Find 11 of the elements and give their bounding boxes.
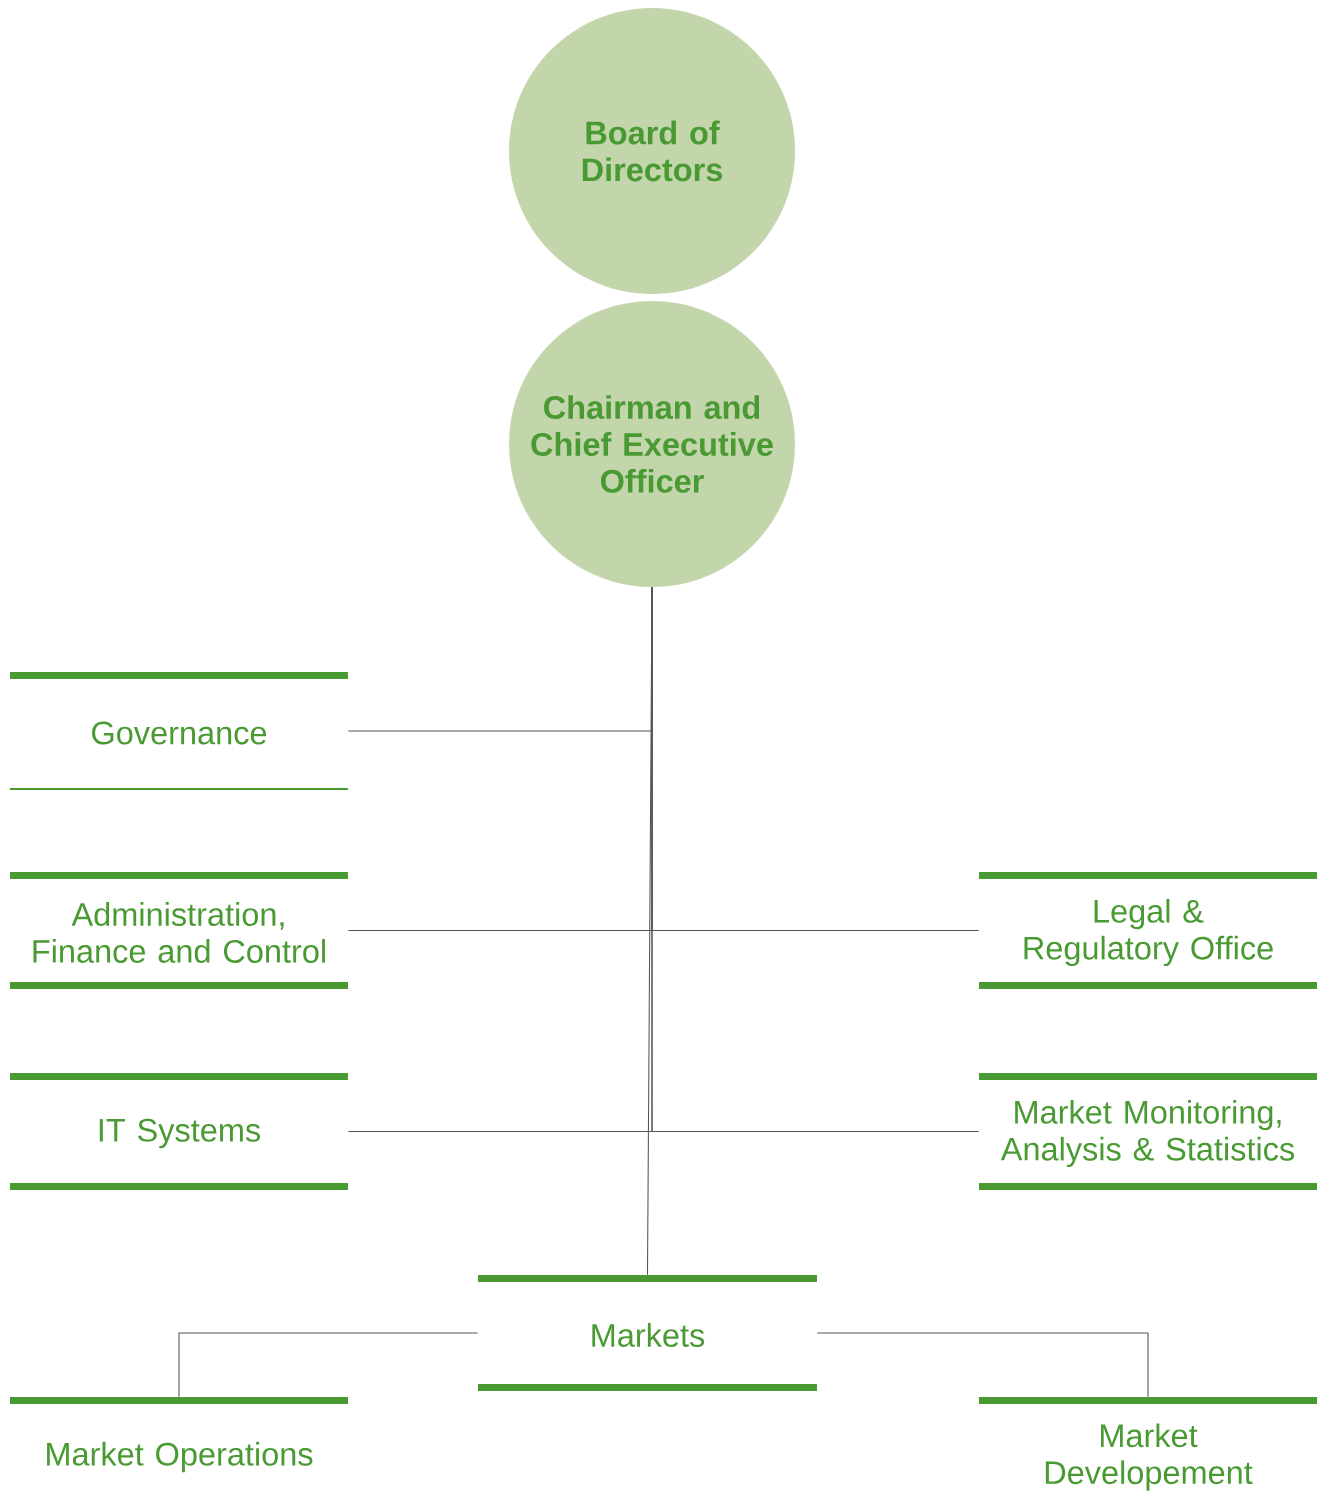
department-band: Markets <box>478 1275 817 1391</box>
department-band: Market Monitoring, Analysis & Statistics <box>979 1073 1317 1190</box>
department-band: Legal & Regulatory Office <box>979 872 1317 989</box>
department-band: Market Developement <box>979 1397 1317 1491</box>
department-band: Administration, Finance and Control <box>10 872 348 989</box>
department-band: Market Operations <box>10 1397 348 1473</box>
connector-line <box>178 1332 479 1398</box>
department-band: Governance <box>10 672 348 790</box>
department-band: IT Systems <box>10 1073 348 1190</box>
connector-line <box>816 1332 1149 1398</box>
connector-line <box>646 586 653 1276</box>
